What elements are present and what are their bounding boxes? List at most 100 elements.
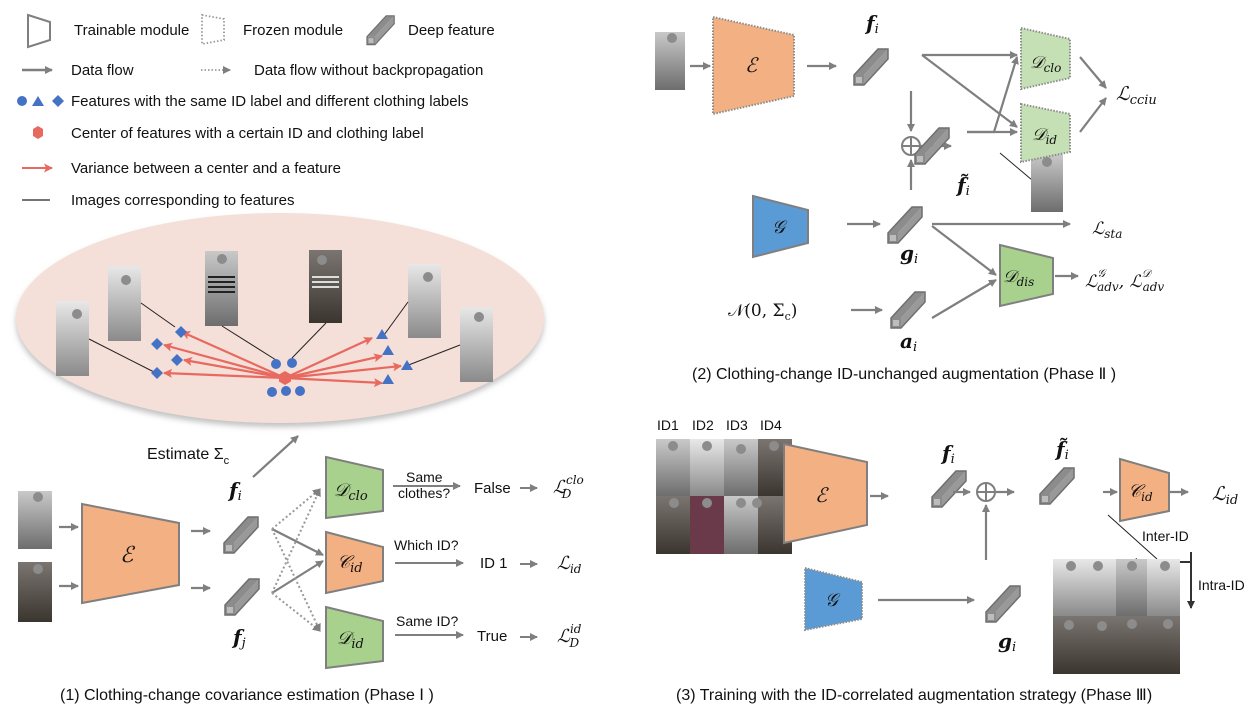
phase2-augmented-image — [1031, 154, 1063, 212]
legend-frozen-module: Frozen module — [201, 13, 343, 46]
feature-fi-cube — [223, 516, 259, 554]
phase2-gi-cube — [887, 206, 923, 244]
variance-arrows — [163, 330, 402, 388]
answer-true: True — [477, 628, 507, 645]
augmented-batch-grid — [1053, 559, 1180, 674]
phase2-pipeline: ℰ fi f̃i 𝒟clo 𝒟id — [655, 11, 1164, 383]
id-label-3: ID3 — [726, 417, 748, 433]
loss-id-phase1: ℒid — [557, 553, 582, 576]
legend-center: Center of features with a certain ID and… — [33, 125, 424, 142]
loss-cciu: ℒcciu — [1116, 83, 1157, 108]
person-image-5 — [408, 264, 441, 338]
person-image-4 — [309, 250, 342, 323]
legend-features-same-id: Features with the same ID label and diff… — [17, 93, 468, 110]
svg-text:𝒟clo: 𝒟clo — [1030, 53, 1061, 75]
triangle-feature-icon — [32, 96, 44, 106]
frozen-module-icon — [201, 13, 225, 46]
svg-text:𝒢: 𝒢 — [772, 217, 788, 238]
id-label-2: ID2 — [692, 417, 714, 433]
legend-data-flow-label: Data flow — [71, 62, 134, 79]
legend-frozen-label: Frozen module — [243, 22, 343, 39]
phase3-fi-cube — [931, 470, 967, 508]
legend-features-same-id-label: Features with the same ID label and diff… — [71, 93, 468, 110]
d-clo-module: 𝒟clo — [325, 455, 384, 520]
person-image-2 — [108, 266, 141, 341]
person-image-1 — [56, 301, 89, 376]
normal-distribution: 𝒩(0, Σc) — [728, 301, 797, 323]
person-image-3 — [205, 251, 238, 326]
center-hexagon — [279, 371, 291, 385]
legend-images-label: Images corresponding to features — [71, 192, 294, 209]
phase3-fi-label: fi — [940, 441, 955, 467]
feature-fj-label: fj — [231, 625, 246, 651]
phase2-add-op — [901, 136, 921, 156]
phase2-generator: 𝒢 — [752, 194, 809, 259]
legend-data-flow: Data flow — [22, 62, 134, 79]
input-batch-grid — [656, 439, 792, 554]
phase2-ai-cube — [890, 291, 926, 329]
id-label-1: ID1 — [657, 417, 679, 433]
legend-variance: Variance between a center and a feature — [22, 160, 341, 177]
q-same-clothes-2: clothes? — [398, 485, 450, 501]
legend-data-flow-no-bp-label: Data flow without backpropagation — [254, 62, 483, 79]
phase3-c-id: 𝒞id — [1119, 457, 1170, 523]
phase3-encoder: ℰ — [783, 442, 868, 545]
svg-text:ℰ: ℰ — [120, 543, 136, 568]
input-image-j — [18, 562, 52, 622]
hexagon-center-icon — [33, 126, 43, 139]
phase3-add-op — [976, 482, 996, 502]
diamond-feature-icon — [52, 95, 64, 107]
triangle-features — [376, 329, 413, 384]
id-label-4: ID4 — [760, 417, 782, 433]
legend-deep-feature: Deep feature — [366, 15, 495, 46]
feature-space-ellipse — [16, 213, 544, 423]
phase2-input-image — [655, 32, 685, 90]
phase3-gi-label: gi — [998, 629, 1016, 655]
circle-features — [267, 358, 305, 397]
estimate-arrow — [252, 435, 299, 478]
phase2-fi-cube — [853, 48, 889, 86]
legend: Trainable module Frozen module Deep feat… — [17, 13, 495, 209]
image-feature-links — [88, 301, 461, 374]
legend-data-flow-no-bp: Data flow without backpropagation — [201, 62, 483, 79]
circle-feature-icon — [17, 96, 27, 106]
phase2-ftilde-label: f̃i — [955, 173, 970, 199]
legend-center-label: Center of features with a certain ID and… — [71, 125, 424, 142]
q-same-clothes-1: Same — [406, 469, 443, 485]
phase3-caption: (3) Training with the ID-correlated augm… — [676, 687, 1152, 704]
svg-text:𝒟id: 𝒟id — [1032, 125, 1057, 147]
d-id-module: 𝒟id — [325, 605, 384, 670]
intra-id-label: Intra-ID — [1198, 577, 1245, 593]
svg-text:𝒟dis: 𝒟dis — [1003, 267, 1034, 289]
phase2-caption: (2) Clothing-change ID-unchanged augment… — [692, 366, 1116, 383]
encoder-module: ℰ — [81, 502, 180, 605]
phase1-pipeline: Estimate Σc ℰ fi fj 𝒟clo — [18, 435, 584, 704]
trainable-module-icon — [27, 13, 51, 49]
phase2-encoder-frozen: ℰ — [712, 15, 795, 116]
phase3-ftilde-label: f̃i — [1054, 437, 1069, 463]
phase2-fi-label: fi — [864, 11, 879, 37]
phase2-ai-label: ai — [900, 329, 917, 355]
person-image-6 — [460, 307, 493, 382]
answer-false: False — [474, 480, 511, 497]
legend-deep-feature-label: Deep feature — [408, 22, 495, 39]
legend-trainable-label: Trainable module — [74, 22, 189, 39]
q-which-id: Which ID? — [394, 537, 459, 553]
svg-text:𝒟clo: 𝒟clo — [334, 480, 368, 504]
phase2-d-id-frozen: 𝒟id — [1020, 102, 1071, 164]
feature-fi-label: fi — [227, 478, 242, 504]
legend-images: Images corresponding to features — [22, 192, 294, 209]
id-labels: ID1 ID2 ID3 ID4 — [657, 417, 782, 433]
q-same-id: Same ID? — [396, 613, 458, 629]
inter-id-label: Inter-ID — [1142, 528, 1189, 544]
phase3-gi-cube — [985, 585, 1021, 623]
phase2-gi-label: gi — [900, 241, 918, 267]
c-id-module: 𝒞id — [325, 530, 384, 595]
phase3-loss-id: ℒid — [1212, 483, 1238, 508]
svg-text:ℰ: ℰ — [815, 483, 829, 507]
legend-variance-label: Variance between a center and a feature — [71, 160, 341, 177]
